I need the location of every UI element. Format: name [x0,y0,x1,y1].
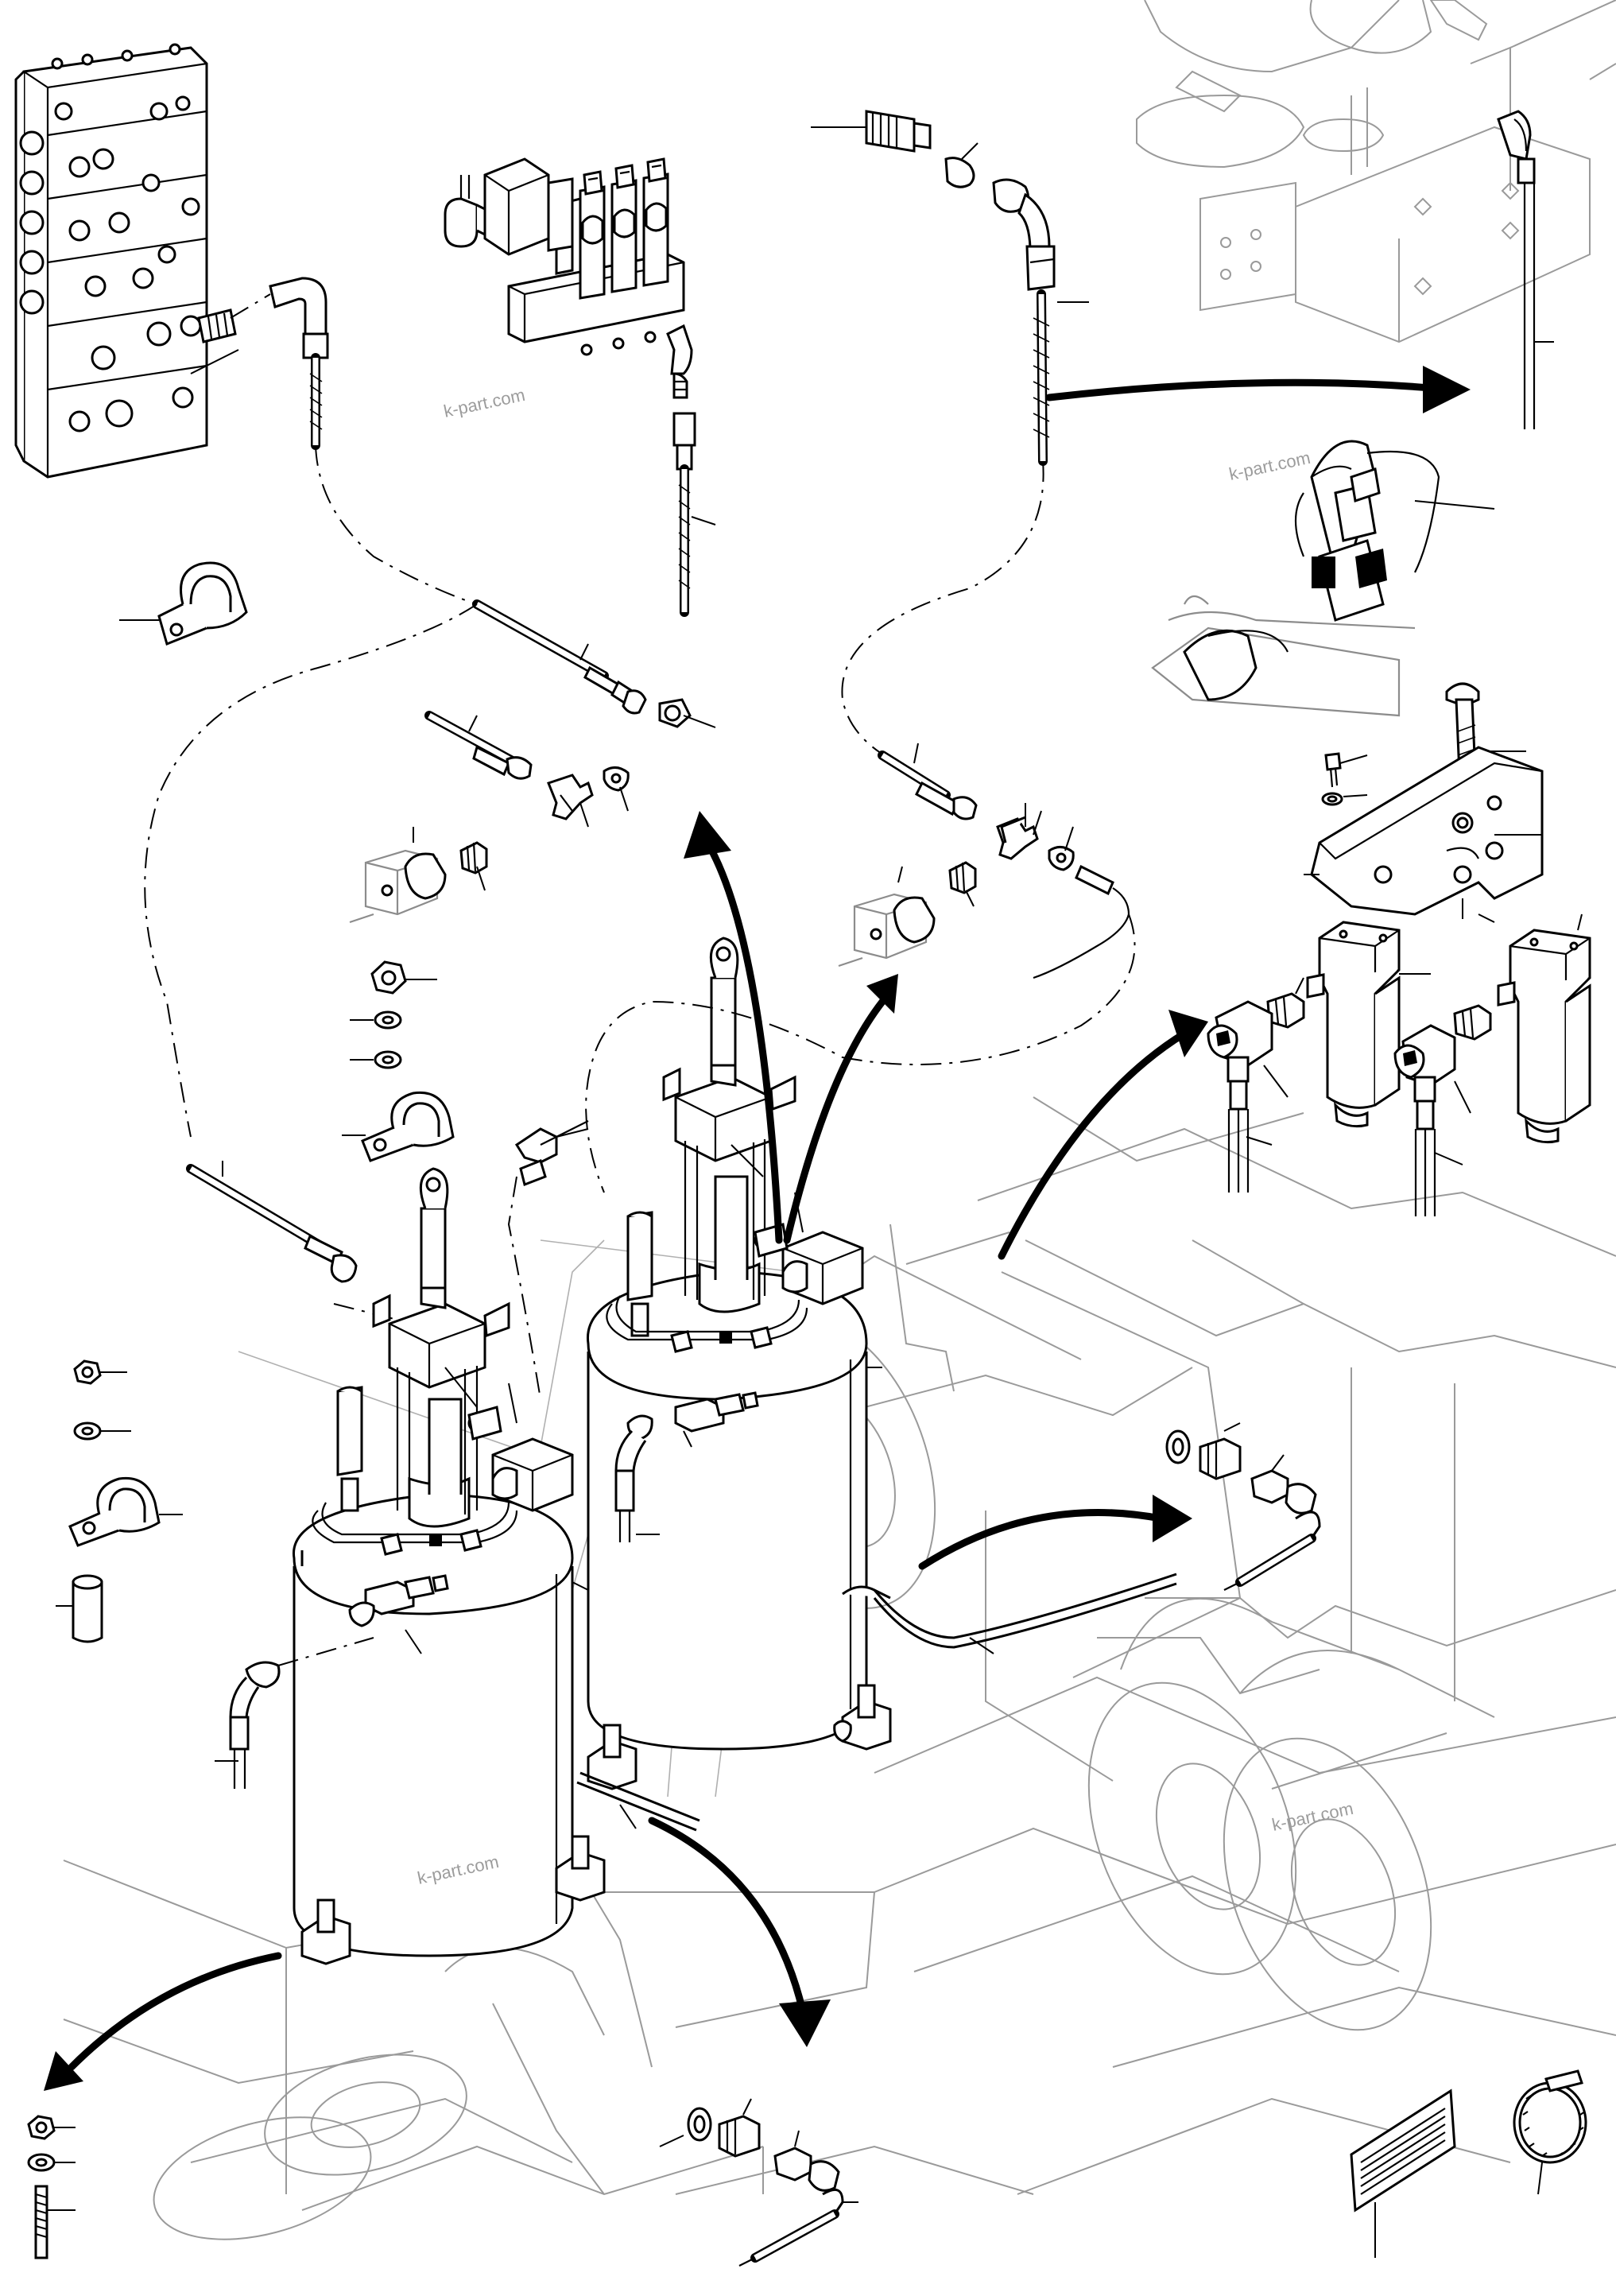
leader [190,349,239,374]
filter-housing-2 [1497,913,1591,1144]
pressure-sensor-assembly [1151,440,1495,717]
control-valve-block [14,43,237,479]
hose-assembly-mid-right [878,743,1130,979]
hose-assembly-lower-right [1165,1422,1321,1591]
filter-housing-1 [1306,921,1431,1128]
accumulator-right [586,937,1177,1790]
direction-arrow-to-filters [998,1010,1208,1260]
connector-hose-top [811,110,1089,466]
direction-arrow-top-right [1045,366,1471,413]
hose-assembly-bottom-center [659,2098,858,2267]
hose-assembly-upper-center [472,599,716,728]
direction-arrow-down-left [44,1952,282,2091]
direction-arrow-up-left [684,811,783,1244]
routing-line [841,460,1044,764]
hose-elbow-upper-left [230,277,329,450]
mounting-plate-assembly [1304,682,1544,923]
accumulator-left [293,1167,606,1965]
watermark: k-part.com [442,385,527,421]
direction-arrow-down-center [648,1817,831,2047]
hose-clamp-band [1513,2069,1587,2195]
hose-right-accumulator-bottom [576,1771,700,1832]
routing-line [315,444,478,605]
warning-label-plate [1350,2089,1456,2258]
valve-fittings [19,43,237,432]
watermark: k-part.com [1270,1798,1355,1835]
pressure-switch-left [349,827,488,924]
hose-manifold-down [672,412,716,617]
hose-elbow-left-lower [215,1637,374,1789]
watermark: k-part.com [1227,448,1312,484]
sensor-top-right [1513,118,1528,152]
direction-arrow-right-lower [918,1495,1192,1570]
direction-arrow-up-right [783,974,898,1244]
filter-fittings [1207,977,1492,1216]
hardware-stack-bottom-left [27,2115,76,2259]
routing-line [585,913,1136,1193]
hardware-stack-left [342,960,455,1162]
hardware-stack-far-left [56,1359,183,1643]
pipe-clamp-upper [119,561,248,646]
sensor-manifold [444,157,693,399]
tube-top-right [1497,110,1554,429]
valve-stems [547,157,669,300]
pressure-switch-center [838,861,977,968]
hose-assembly-mid-left [424,711,630,828]
